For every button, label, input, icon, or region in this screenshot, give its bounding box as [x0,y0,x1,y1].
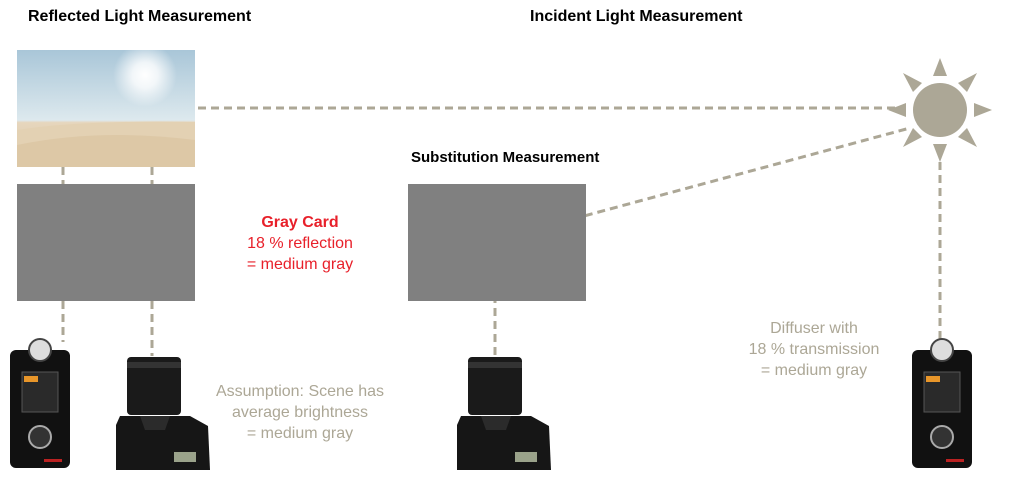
diffuser-line3: = medium gray [760,362,868,379]
diffuser-line1: Diffuser with [770,320,858,337]
gray-card-line2: = medium gray [246,256,354,273]
gray-card-center [408,184,586,301]
assumption-line2: average brightness [231,404,369,421]
sun-icon [888,58,992,162]
diffuser-label: Diffuser with 18 % transmission = medium… [724,318,904,381]
reflected-light-title: Reflected Light Measurement [28,8,252,25]
desert-scene-photo [17,43,195,167]
gray-card-heading: Gray Card [261,214,339,231]
substitution-title: Substitution Measurement [411,149,600,166]
assumption-line1: Assumption: Scene has [215,383,385,400]
gray-card-label: Gray Card 18 % reflection = medium gray [220,212,380,275]
gray-card-line1: 18 % reflection [247,235,353,252]
assumption-label: Assumption: Scene has average brightness… [200,381,400,444]
camera-left [116,357,210,470]
diffuser-line2: 18 % transmission [748,341,880,358]
assumption-line3: = medium gray [246,425,354,442]
light-meter-left [10,338,70,468]
incident-light-title: Incident Light Measurement [530,8,743,25]
camera-center [457,357,551,470]
measurement-lines [61,106,942,356]
gray-area-left [17,184,195,301]
light-meter-right [912,338,972,468]
